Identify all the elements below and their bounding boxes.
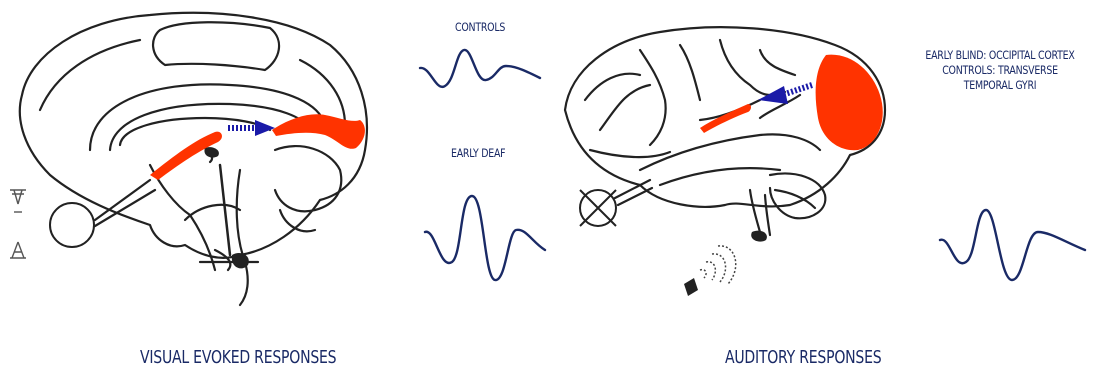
brainstem-dark-mark [232, 253, 249, 268]
waveform-early-deaf [425, 196, 545, 280]
speaker-icon [684, 278, 698, 296]
label-early-deaf: EARLY DEAF [451, 146, 505, 160]
note-early-blind: EARLY BLIND: OCCIPITAL CORTEX CONTROLS: … [905, 48, 1095, 93]
waveform-controls [420, 50, 540, 87]
activation-occipital-cortex [816, 55, 883, 151]
caption-visual: VISUAL EVOKED RESPONSES [140, 347, 336, 368]
note-line-1: EARLY BLIND: OCCIPITAL CORTEX [922, 48, 1078, 63]
note-line-2: CONTROLS: TRANSVERSE [922, 63, 1078, 78]
eye-circle [50, 203, 94, 247]
eye-symbol-icon [10, 190, 26, 258]
medial-brain-sketch [20, 13, 367, 305]
activation-visual-cortex [272, 114, 365, 149]
sound-waves-icon [700, 246, 736, 284]
cochlea-dark-mark [751, 231, 767, 242]
caption-auditory: AUDITORY RESPONSES [725, 347, 881, 368]
crossed-out-eye-icon [580, 190, 616, 226]
label-controls: CONTROLS [455, 20, 505, 34]
midbrain-dark-mark [204, 147, 218, 157]
waveform-early-blind [940, 210, 1085, 280]
note-line-3: TEMPORAL GYRI [922, 78, 1078, 93]
